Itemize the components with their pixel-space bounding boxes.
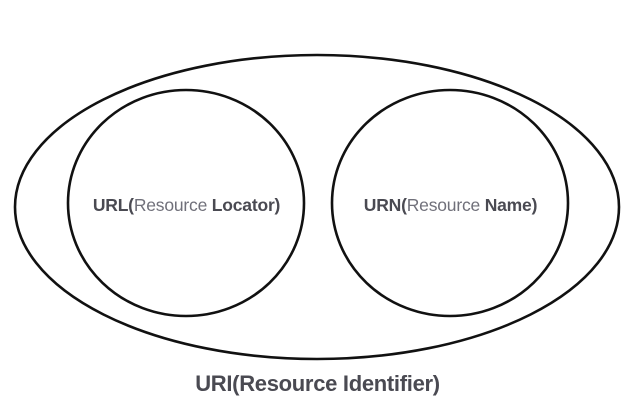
- url-inner-circle: [66, 88, 306, 318]
- urn-middle-text: Resource: [406, 195, 485, 215]
- urn-acronym-text: URN(: [363, 195, 407, 215]
- url-acronym-text: URL(: [92, 195, 134, 215]
- url-middle-text: Resource: [133, 195, 212, 215]
- urn-tail-text: Name): [484, 195, 538, 215]
- urn-set-label: URN(Resource Name): [332, 195, 569, 215]
- url-tail-text: Locator): [211, 195, 281, 215]
- urn-inner-circle: [330, 88, 570, 318]
- uri-caption-label: URI(Resource Identifier): [195, 371, 440, 396]
- url-set-label: URL(Resource Locator): [68, 195, 305, 215]
